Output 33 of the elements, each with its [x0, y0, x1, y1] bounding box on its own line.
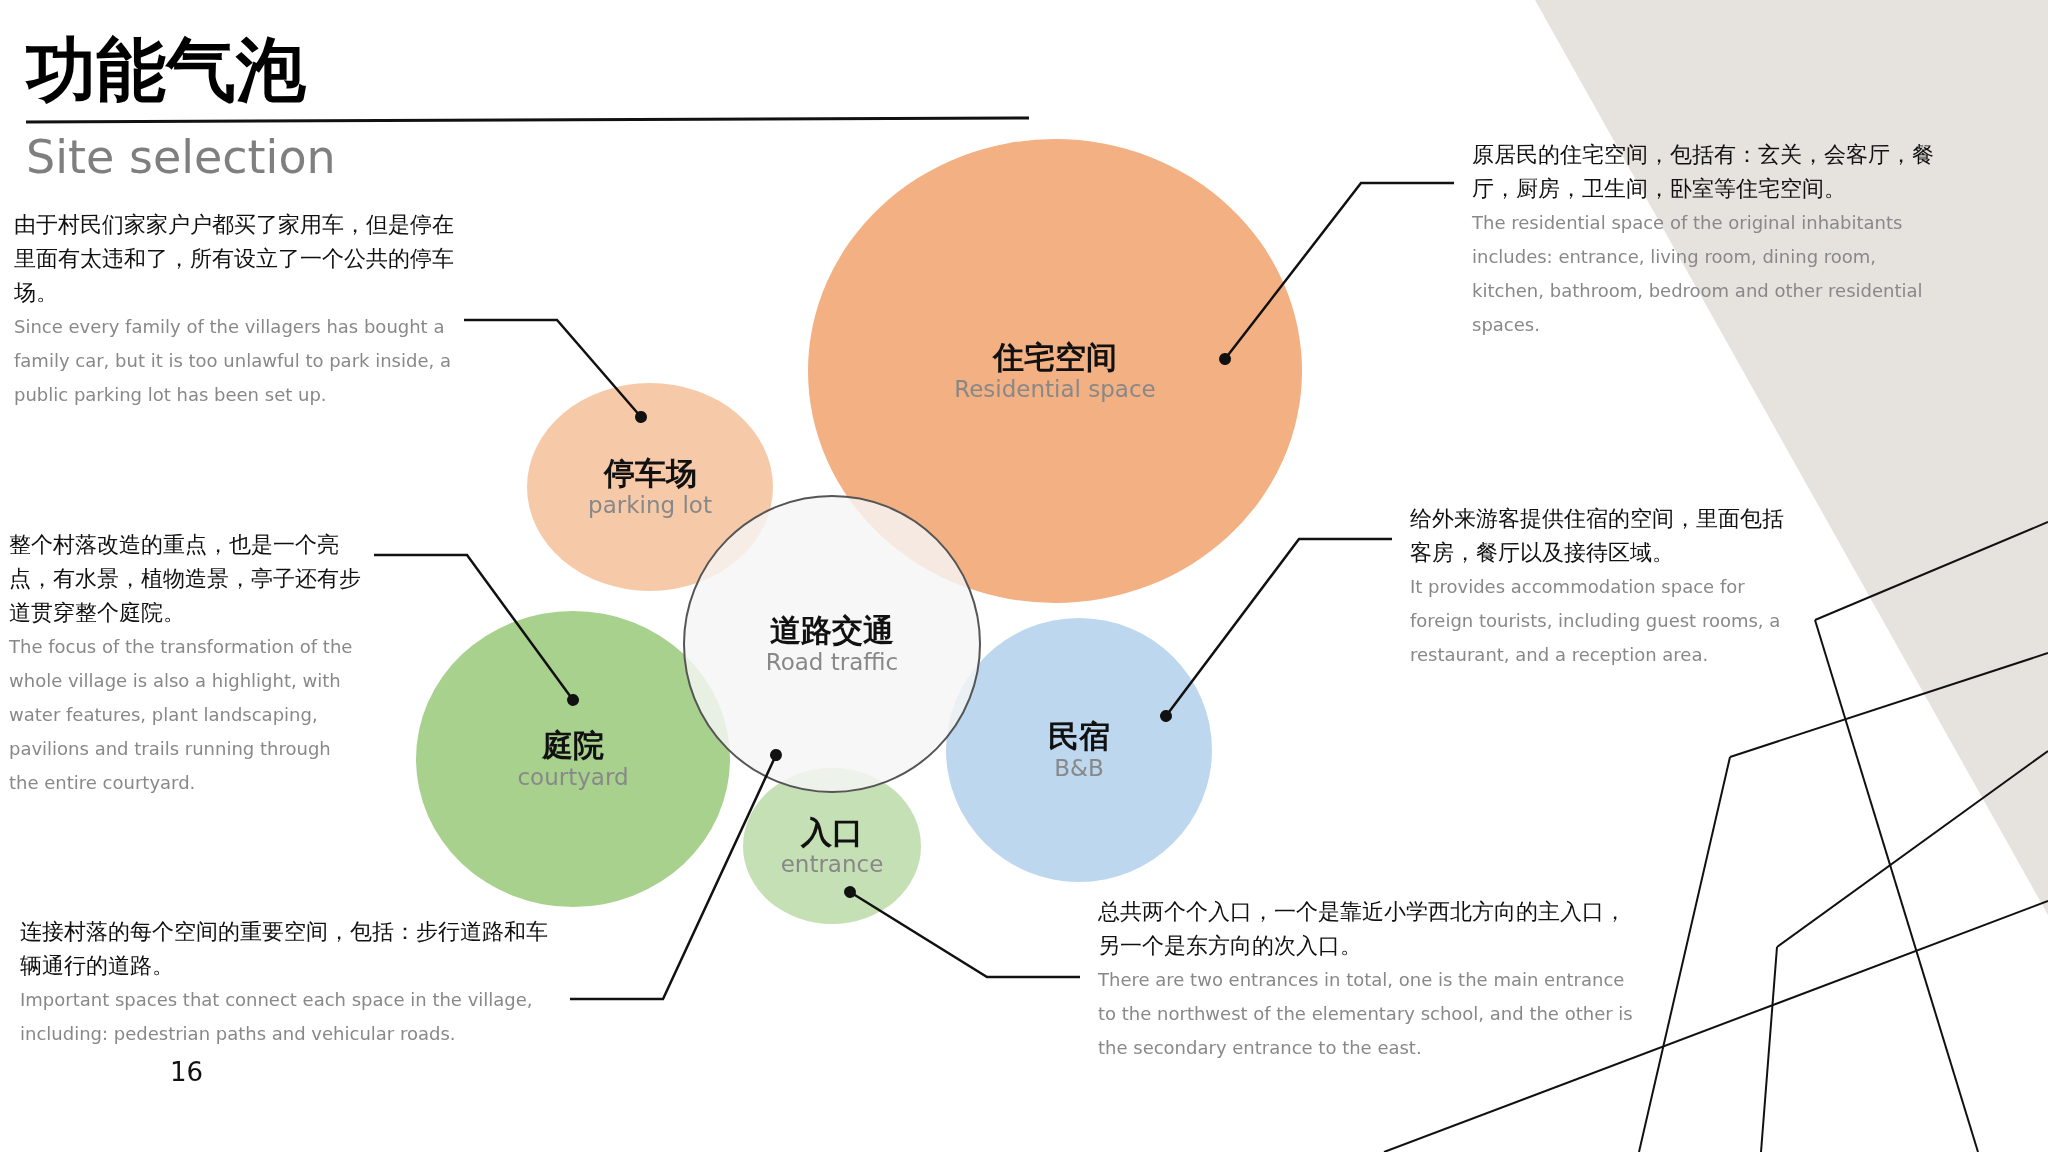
bubble-subtitle: Residential space	[954, 375, 1156, 404]
leader-line	[570, 749, 782, 1001]
bubble-title: 入口	[801, 813, 863, 851]
page-title: 功能气泡	[26, 28, 306, 112]
bubble-subtitle: B&B	[1054, 754, 1104, 783]
bubble-title: 民宿	[1048, 717, 1110, 755]
description-text: 整个村落改造的重点，也是一个亮点，有水景，植物造景，亭子还有步道贯穿整个庭院。	[9, 531, 362, 627]
leader-line	[374, 553, 579, 706]
leader-line	[844, 886, 1080, 979]
bubble-subtitle: parking lot	[588, 491, 712, 520]
bubble-title: 住宅空间	[993, 338, 1117, 376]
bubble-title: 庭院	[542, 726, 604, 764]
bubble-title: 停车场	[603, 454, 697, 492]
description-text-english: The residential space of the original inhabitants includes: entrance, living room, dining room, kitchen, bathroom, bedroom and other residential spaces.	[1472, 211, 1924, 337]
bubble-title: 道路交通	[770, 611, 894, 649]
bubble-subtitle: Road traffic	[765, 648, 899, 677]
description-text: 原居民的住宅空间，包括有：玄关，会客厅，餐厅，厨房，卫生间，卧室等住宅空间。	[1472, 141, 1935, 203]
description-text-english: Since every family of the villagers has bought a family car, but it is too unlawful to park inside, a public parking lot has been set up.	[14, 315, 452, 407]
leader-line	[464, 318, 647, 423]
bubble-subtitle: entrance	[780, 850, 884, 879]
leader-line	[1219, 181, 1454, 365]
description-text-english: There are two entrances in total, one is the main entrance to the northwest of the elementary school, and the other is the secondary entrance to the east.	[1098, 968, 1634, 1060]
description-text: 由于村民们家家户户都买了家用车，但是停在里面有太违和了，所有设立了一个公共的停车场。	[14, 211, 454, 307]
description-text: 连接村落的每个空间的重要空间，包括：步行道路和车辆通行的道路。	[20, 918, 549, 980]
description-text-english: The focus of the transformation of the whole village is also a highlight, with water features, plant landscaping, pavilions and trails running through the entire courtyard.	[9, 635, 354, 795]
subtitle: Site selection	[26, 130, 336, 186]
description-text: 给外来游客提供住宿的空间，里面包括客房，餐厅以及接待区域。	[1410, 505, 1785, 567]
description-text-english: It provides accommodation space for foreign tourists, including guest rooms, a restaurant, and a reception area.	[1410, 575, 1782, 667]
page-number: 16	[170, 1057, 204, 1089]
bubble-subtitle: courtyard	[517, 763, 629, 792]
description-text-english: Important spaces that connect each space in the village, including: pedestrian paths and vehicular roads.	[20, 988, 534, 1046]
leader-line	[1160, 537, 1392, 722]
description-text: 总共两个个入口，一个是靠近小学西北方向的主入口，另一个是东方向的次入口。	[1098, 898, 1627, 960]
